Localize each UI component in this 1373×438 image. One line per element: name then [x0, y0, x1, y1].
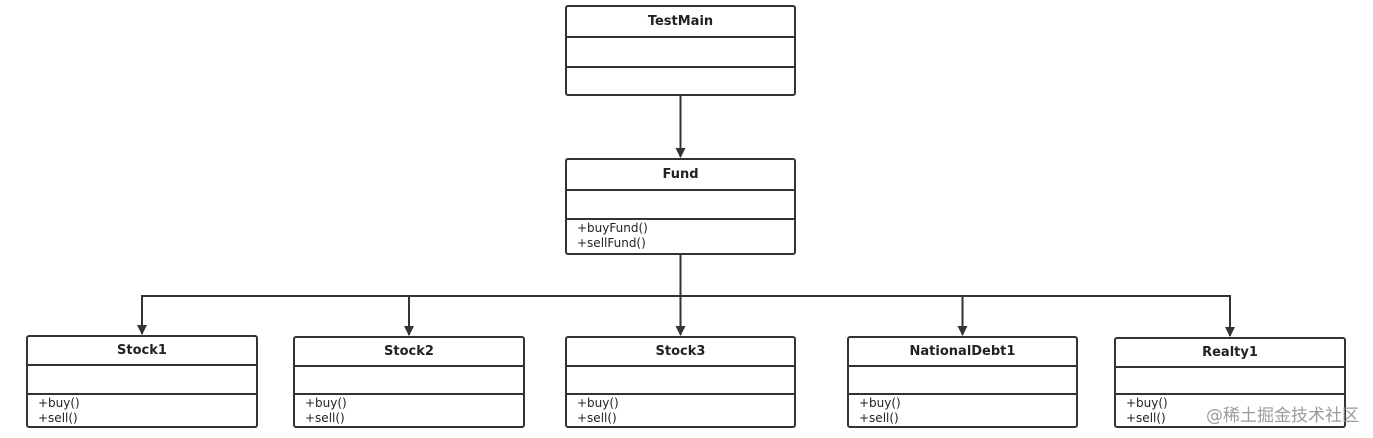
operation-buy: +buy() — [1126, 396, 1168, 410]
operation-sell: +sell() — [1126, 411, 1166, 425]
edge-fund-to-stock1 — [137, 255, 682, 335]
operation-buy: +buy() — [859, 396, 901, 410]
class-attributes-realty1 — [1116, 368, 1344, 395]
operation-sell: +sell() — [38, 411, 78, 425]
class-attributes-stock2 — [295, 367, 523, 395]
edge-fund-to-stock2 — [404, 255, 682, 336]
watermark-text: @稀土掘金技术社区 — [1206, 406, 1359, 426]
class-operations-realty1: +buy() +sell() — [1116, 395, 1344, 426]
class-attributes-nationaldebt1 — [849, 367, 1076, 395]
class-name-stock3: Stock3 — [567, 338, 794, 367]
class-attributes-fund — [567, 191, 794, 220]
class-attributes-stock3 — [567, 367, 794, 395]
operation-buy: +buy() — [305, 396, 347, 410]
operation-buyfund: +buyFund() — [577, 221, 648, 235]
class-box-stock1[interactable]: Stock1 +buy() +sell() — [26, 335, 258, 428]
class-box-realty1[interactable]: Realty1 +buy() +sell() — [1114, 337, 1346, 428]
class-box-stock3[interactable]: Stock3 +buy() +sell() — [565, 336, 796, 428]
class-operations-nationaldebt1: +buy() +sell() — [849, 395, 1076, 426]
class-box-fund[interactable]: Fund +buyFund() +sellFund() — [565, 158, 796, 255]
operation-sellfund: +sellFund() — [577, 236, 646, 250]
class-box-stock2[interactable]: Stock2 +buy() +sell() — [293, 336, 525, 428]
class-box-nationaldebt1[interactable]: NationalDebt1 +buy() +sell() — [847, 336, 1078, 428]
class-operations-stock1: +buy() +sell() — [28, 395, 256, 426]
class-box-testmain[interactable]: TestMain — [565, 5, 796, 96]
operation-buy: +buy() — [577, 396, 619, 410]
class-operations-testmain — [567, 68, 794, 94]
class-name-stock1: Stock1 — [28, 337, 256, 367]
class-name-stock2: Stock2 — [295, 338, 523, 367]
class-attributes-stock1 — [28, 366, 256, 395]
class-name-fund: Fund — [567, 160, 794, 191]
operation-sell: +sell() — [577, 411, 617, 425]
class-attributes-testmain — [567, 38, 794, 68]
operation-sell: +sell() — [305, 411, 345, 425]
operation-sell: +sell() — [859, 411, 899, 425]
operation-buy: +buy() — [38, 396, 80, 410]
class-operations-stock3: +buy() +sell() — [567, 395, 794, 426]
class-operations-fund: +buyFund() +sellFund() — [567, 220, 794, 253]
class-name-realty1: Realty1 — [1116, 339, 1344, 368]
edge-fund-to-realty1 — [679, 255, 1235, 337]
class-operations-stock2: +buy() +sell() — [295, 395, 523, 426]
class-name-testmain: TestMain — [567, 7, 794, 38]
class-name-nationaldebt1: NationalDebt1 — [849, 338, 1076, 367]
